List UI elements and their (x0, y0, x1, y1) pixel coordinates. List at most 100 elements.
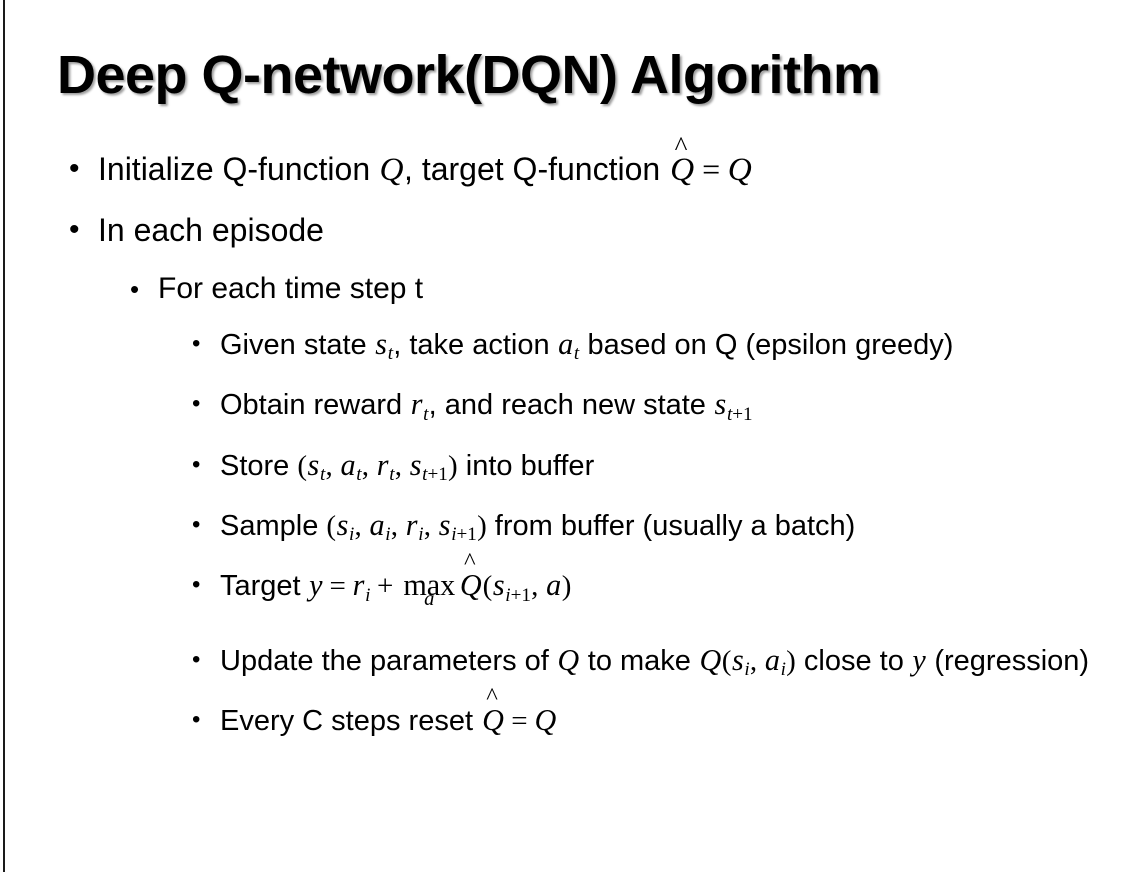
math-comma: , (423, 510, 439, 543)
math-var-r: r (352, 568, 365, 603)
text-segment: Initialize Q-function (98, 151, 380, 187)
math-q-hat-base: Q (459, 568, 482, 603)
math-var-s: s (492, 568, 505, 603)
math-subscript-offset: +1 (510, 584, 531, 606)
bullet-dot-icon: • (192, 390, 201, 418)
math-var-s: s (375, 327, 387, 361)
math-var-a: a (558, 327, 574, 361)
text-segment: Store (220, 449, 298, 482)
text-segment: close to (795, 644, 912, 677)
bullet-for-each-time-step-text: For each time step t (158, 272, 424, 305)
math-var-a: a (764, 642, 780, 677)
math-subscript: i+1 (505, 585, 531, 606)
math-equals: = (702, 151, 721, 187)
math-var-s: s (438, 508, 451, 543)
math-subscript: t (423, 403, 429, 425)
bullet-obtain-reward-text: Obtain reward rt, and reach new state st… (220, 381, 1094, 437)
circumflex-accent-icon: ^ (674, 131, 688, 162)
bullet-given-state-text: Given state st, take action at based on … (220, 321, 1094, 377)
math-var-q: Q (379, 151, 404, 188)
bullet-update-parameters-text: Update the parameters of Q to make Q(si,… (220, 637, 1094, 693)
math-subscript-var: t (726, 403, 733, 425)
math-subscript: t+1 (727, 404, 753, 425)
math-subscript: i (418, 524, 424, 546)
math-var-a: a (369, 508, 385, 543)
math-paren-close: ) (477, 510, 487, 543)
text-segment: , take action (393, 329, 558, 361)
math-var-r: r (405, 508, 418, 543)
bullet-store-into-buffer: • Store (st, at, rt, st+1) into buffer (0, 442, 1124, 498)
page-title: Deep Q-network(DQN) Algorithm (57, 45, 881, 105)
math-equals: = (329, 570, 346, 603)
bullet-update-parameters: • Update the parameters of Q to make Q(s… (0, 637, 1124, 693)
math-var-s: s (336, 508, 349, 543)
bullet-initialize: • Initialize Q-function Q, target Q-func… (0, 133, 1124, 193)
text-segment: Update the parameters of (220, 644, 557, 677)
math-subscript: i (385, 524, 391, 546)
math-subscript: t+1 (422, 464, 448, 485)
math-paren-open: ( (297, 449, 308, 482)
bullet-given-state: • Given state st, take action at based o… (0, 321, 1124, 377)
math-q-hat-base: Q (482, 703, 504, 738)
math-paren-close: ) (561, 570, 572, 603)
bullet-dot-icon: • (192, 706, 201, 734)
math-paren-open: ( (482, 570, 493, 603)
circumflex-accent-icon: ^ (486, 682, 498, 710)
math-var-s: s (714, 387, 727, 422)
bullet-every-c-steps-text: Every C steps reset ^Q=Q (220, 684, 1094, 744)
math-subscript-offset: +1 (732, 403, 753, 425)
math-comma: , (354, 510, 370, 543)
math-subscript: t (387, 343, 394, 365)
text-segment: to make (579, 644, 699, 677)
math-var-a: a (546, 568, 562, 603)
bullet-list: • Initialize Q-function Q, target Q-func… (0, 133, 1124, 748)
math-subscript-offset: +1 (456, 524, 477, 546)
math-subscript: i (780, 659, 786, 681)
bullet-store-into-buffer-text: Store (st, at, rt, st+1) into buffer (220, 442, 1094, 498)
math-subscript-var: t (422, 464, 428, 486)
math-var-r: r (376, 447, 389, 482)
math-q-hat: ^Q (481, 684, 505, 743)
math-var-s: s (409, 447, 422, 482)
text-segment: based on Q (epsilon greedy) (579, 329, 954, 361)
text-segment: Target (220, 570, 309, 603)
bullet-every-c-steps: • Every C steps reset ^Q=Q (0, 684, 1124, 744)
text-segment: , and reach new state (428, 389, 714, 422)
bullet-in-each-episode: • In each episode (0, 207, 1124, 253)
bullet-in-each-episode-text: In each episode (98, 212, 324, 248)
math-var-y: y (309, 568, 323, 603)
text-segment: Every C steps reset (220, 705, 482, 738)
math-subscript: t (319, 464, 326, 486)
math-subscript: t (356, 464, 362, 486)
text-segment: Obtain reward (220, 389, 411, 422)
math-var-a: a (340, 447, 356, 482)
bullet-dot-icon: • (69, 213, 80, 246)
math-paren-open: ( (721, 644, 732, 677)
bullet-dot-icon: • (192, 450, 201, 478)
math-comma: , (390, 510, 406, 543)
math-paren-close: ) (448, 449, 458, 482)
math-plus: + (377, 570, 394, 603)
math-var-y: y (912, 642, 926, 677)
text-segment: , target Q-function (404, 151, 670, 187)
bullet-dot-icon: • (192, 511, 201, 539)
text-segment: into buffer (457, 449, 595, 482)
math-var-q: Q (534, 703, 557, 738)
text-segment: (regression) (926, 644, 1090, 677)
bullet-dot-icon: • (192, 330, 201, 357)
bullet-dot-icon: • (192, 645, 201, 673)
math-subscript: t (389, 464, 395, 486)
math-comma: , (749, 644, 765, 677)
circumflex-accent-icon: ^ (464, 548, 476, 576)
math-var-q: Q (727, 151, 752, 188)
math-var-r: r (410, 387, 423, 422)
bullet-initialize-text: Initialize Q-function Q, target Q-functi… (98, 133, 1084, 193)
math-subscript: i (744, 659, 750, 681)
math-subscript-var: i (505, 584, 511, 606)
math-comma: , (361, 449, 377, 482)
math-subscript-offset: +1 (427, 464, 448, 486)
